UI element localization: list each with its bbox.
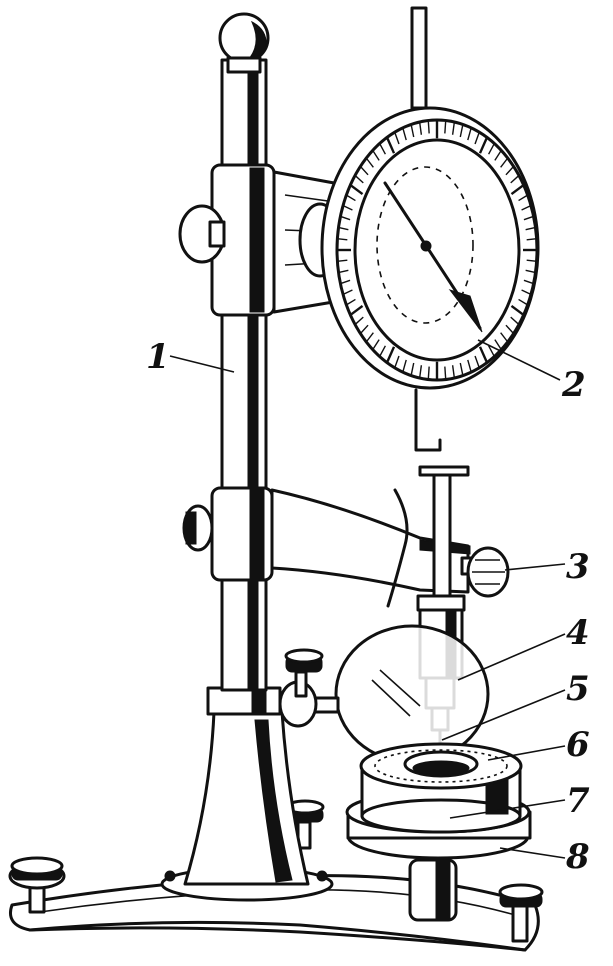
dial-tick — [474, 133, 480, 145]
dial-tick — [338, 238, 348, 241]
dial-tick — [510, 304, 524, 316]
dial-tick — [488, 144, 495, 155]
dial-tick — [402, 359, 407, 372]
label-sample: 6 — [566, 725, 590, 765]
dial-tick — [494, 339, 502, 349]
lower-arm — [182, 465, 471, 608]
dial-tick — [521, 289, 531, 295]
tripod-base — [8, 799, 544, 952]
dial-tick — [444, 366, 447, 379]
dial-tick — [372, 339, 380, 349]
dial-tick — [343, 205, 353, 211]
dial-tick — [526, 259, 536, 262]
dial-tick — [518, 195, 528, 202]
dial-tick — [427, 366, 430, 379]
dial-tick — [386, 138, 396, 154]
dial-tick — [410, 125, 415, 138]
leveling-screw-left — [8, 856, 66, 914]
dial-tick — [444, 121, 447, 134]
dial-tick — [478, 346, 488, 362]
dial-tick — [467, 359, 472, 372]
dial-tick — [459, 125, 464, 138]
dial-tick — [523, 216, 533, 221]
dial-tick — [379, 144, 386, 155]
sample — [359, 742, 523, 790]
dial-tick — [350, 304, 364, 316]
label-dial-indicator: 2 — [561, 365, 586, 405]
dial-tick — [510, 184, 524, 196]
dial-tick — [459, 362, 464, 375]
dial-tick — [341, 216, 351, 221]
label-probe-tip: 5 — [566, 669, 590, 709]
dial-tick — [386, 346, 396, 362]
dial-tick — [525, 226, 535, 231]
dial-tick — [360, 166, 369, 176]
dial-tick — [451, 123, 455, 135]
dial-tick — [410, 362, 415, 375]
dial-tick — [523, 279, 533, 284]
dial-tick — [394, 133, 400, 145]
dial-tick — [478, 138, 488, 154]
dial-tick — [366, 158, 374, 168]
dial-tick — [360, 324, 369, 334]
dial-tick — [505, 166, 514, 176]
callout-labels: 1 2 3 4 5 6 7 8 — [146, 337, 590, 877]
dial-tick — [379, 345, 386, 356]
dial-tick — [467, 128, 472, 141]
dial-tick — [505, 324, 514, 334]
dial-tick — [339, 226, 349, 231]
dial-tick — [372, 151, 380, 161]
dial-tick — [419, 365, 423, 377]
label-base-plate: 8 — [565, 837, 590, 877]
dial-tick — [355, 175, 364, 184]
dial-tick — [500, 332, 508, 342]
dial-tick — [510, 316, 519, 325]
dial-tick — [346, 298, 356, 305]
dial-indicator — [320, 6, 540, 452]
dial-tick — [518, 298, 528, 305]
dial-tick — [394, 355, 400, 367]
lower-clamp-knob — [182, 504, 214, 552]
dial-tick — [488, 345, 495, 356]
lens-knob — [278, 648, 340, 728]
dial-tick — [521, 205, 531, 211]
column-pedestal — [160, 684, 334, 902]
label-adjust-screw: 3 — [566, 547, 590, 587]
upper-clamp-knob — [178, 204, 226, 264]
dial-tick — [339, 269, 349, 274]
dial-tick — [419, 123, 423, 135]
dial-tick — [341, 279, 351, 284]
dial-tick — [366, 332, 374, 342]
dial-tick — [525, 269, 535, 274]
dial-tick — [526, 238, 536, 241]
dial-scale-ticks — [338, 121, 536, 379]
dial-tick — [494, 151, 502, 161]
dial-tick — [500, 158, 508, 168]
dial-tick — [474, 355, 480, 367]
dial-needle — [383, 181, 483, 333]
leader-lines — [169, 339, 566, 859]
leveling-screw-right — [498, 883, 544, 943]
vertical-column — [218, 12, 270, 692]
dial-tick — [355, 316, 364, 325]
dial-tick — [343, 289, 353, 295]
label-sample-holder: 7 — [566, 781, 590, 821]
label-probe-holder: 4 — [566, 613, 590, 653]
dial-tick — [338, 259, 348, 262]
dial-tick — [427, 121, 430, 134]
dial-tick — [510, 175, 519, 184]
magnifier-lens — [278, 624, 490, 764]
dial-tick — [402, 128, 407, 141]
dial-tick — [346, 195, 356, 202]
dial-tick — [350, 184, 364, 196]
dial-tick — [451, 365, 455, 377]
label-stand: 1 — [146, 337, 170, 377]
adjust-screw — [460, 546, 510, 598]
upper-clamp — [178, 163, 347, 317]
